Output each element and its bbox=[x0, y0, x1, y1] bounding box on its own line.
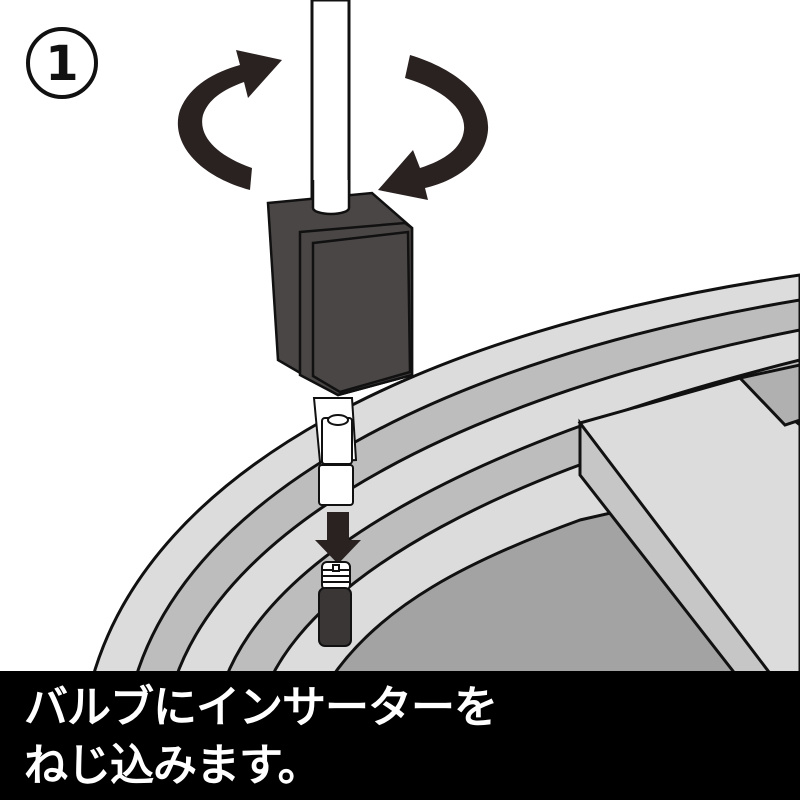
inserter-connector bbox=[312, 397, 358, 506]
step-number-badge: 1 bbox=[26, 27, 98, 99]
rotate-right-arrow-icon bbox=[378, 55, 489, 200]
down-arrow-icon bbox=[315, 512, 361, 564]
caption-line-2: ねじ込みます。 bbox=[24, 740, 322, 791]
rotate-left-arrow-icon bbox=[177, 50, 282, 190]
inserter-tool-icon bbox=[266, 180, 414, 397]
caption-bar: バルブにインサーターを ねじ込みます。 bbox=[0, 671, 800, 800]
step-number: 1 bbox=[45, 36, 79, 92]
wheel-rim-icon bbox=[90, 273, 800, 682]
valve-icon bbox=[318, 561, 352, 647]
caption-line-1: バルブにインサーターを bbox=[24, 682, 498, 733]
pole bbox=[310, 0, 351, 212]
